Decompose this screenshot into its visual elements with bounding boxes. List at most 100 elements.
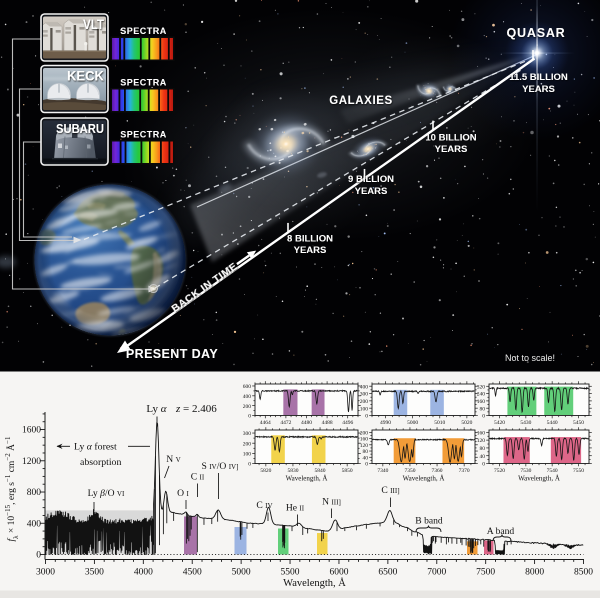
inset-band: [430, 389, 444, 415]
spectra-label-keck: SPECTRA: [120, 78, 167, 88]
inset-x-label: Wavelength, Å: [286, 475, 328, 483]
inset-x-tick: 5820: [260, 468, 271, 474]
inset-x-tick: 4496: [342, 420, 353, 426]
x-tick-label: 7500: [476, 568, 495, 578]
y-tick-label: 1600: [22, 426, 41, 436]
spectrum-bar-subaru: SPECTRA: [110, 130, 175, 165]
galaxy: [442, 82, 458, 96]
inset-x-tick: 7350: [404, 468, 415, 474]
inset-y-tick: 0: [365, 462, 368, 468]
inset-y-tick: 600: [243, 384, 252, 390]
inset-y-tick: 160: [477, 430, 486, 436]
inset-x-tick: 5830: [287, 468, 298, 474]
inset-spectrum: [372, 389, 475, 411]
inset-x-tick: 5010: [434, 420, 445, 426]
highlight-band: [317, 533, 328, 555]
inset-x-tick: 5440: [547, 420, 558, 426]
inset-y-tick: 40: [480, 454, 486, 460]
inset-y-tick: 300: [243, 431, 252, 437]
inset-band: [311, 389, 325, 415]
emission-line-label: C IV: [256, 500, 273, 511]
inset-x-tick: 7550: [573, 468, 584, 474]
emission-line-label: He II: [286, 503, 305, 514]
era-label-line1: 11.5 BILLION: [509, 72, 568, 83]
galaxy: [349, 136, 387, 162]
inset-y-tick: 400: [360, 384, 369, 390]
inset-y-tick: 240: [477, 392, 486, 398]
x-tick-label: 7000: [427, 568, 446, 578]
inset-y-tick: 0: [482, 414, 485, 420]
era-label-line2: YEARS: [522, 84, 555, 95]
inset-x-tick: 5840: [315, 468, 326, 474]
ticks: [40, 413, 584, 564]
telescope-card-subaru: SUBARU: [40, 117, 109, 166]
inset-y-tick: 0: [248, 414, 251, 420]
inset-y-tick: 100: [360, 406, 369, 412]
y-axis-label: fλ × 10−15, erg s−1 cm−2 Å−1: [4, 436, 20, 541]
telluric-band-label: A band: [487, 526, 515, 537]
inset-band: [271, 435, 285, 463]
telescope-photo-vlt: [43, 16, 106, 59]
inset-x-tick: 5450: [573, 420, 584, 426]
inset-y-tick: 100: [243, 451, 252, 457]
lya-peak-label: Ly α: [146, 403, 166, 415]
inset-y-tick: 320: [477, 384, 486, 390]
era-label-line1: 8 BILLION: [287, 234, 333, 245]
absorption-lines: [153, 456, 512, 554]
emission-line-label: N V: [166, 454, 181, 465]
inset-y-tick: 0: [248, 462, 251, 468]
inset-band: [393, 438, 416, 463]
inset-x-tick: 4488: [322, 420, 333, 426]
inset-y-tick: 120: [360, 443, 369, 449]
inset-x-tick: 7540: [547, 468, 558, 474]
emission-line-label: N III]: [322, 497, 341, 508]
era-label-line2: YEARS: [435, 144, 468, 155]
x-tick-label: 4500: [183, 568, 202, 578]
redshift-label: z = 2.406: [175, 403, 217, 415]
inset-y-tick: 80: [363, 449, 369, 455]
quasar-label: QUASAR: [507, 26, 566, 40]
inset-spectrum: [372, 438, 475, 463]
inset-spectrum: [255, 435, 358, 454]
sight-lines: [83, 60, 527, 289]
inset-x-tick: 7530: [520, 468, 531, 474]
x-tick-label: 6000: [329, 568, 348, 578]
inset-y-tick: 200: [243, 404, 252, 410]
inset-x-tick: 5020: [461, 420, 472, 426]
inset-y-tick: 0: [365, 414, 368, 420]
inset-band: [393, 389, 408, 415]
forest-label-line1: Ly α forest: [74, 442, 117, 453]
spectrum-bar-vlt: SPECTRA: [110, 26, 175, 61]
not-to-scale-label: Not to scale!: [505, 353, 555, 363]
inset-y-tick: 40: [363, 455, 369, 461]
inset-x-tick: 5420: [494, 420, 505, 426]
x-tick-label: 3500: [85, 568, 104, 578]
inset-y-tick: 80: [480, 446, 486, 452]
inset-x-tick: 7520: [494, 468, 505, 474]
telescope-label-subaru: SUBARU: [56, 121, 104, 136]
y-tick-label: 800: [27, 488, 42, 498]
inset-x-label: Wavelength, Å: [403, 475, 445, 483]
telescope-card-keck: KECK: [40, 64, 109, 114]
axes: [44, 412, 584, 560]
inset-x-tick: 4480: [301, 420, 312, 426]
inset-x-tick: 4990: [380, 420, 391, 426]
timeline: [117, 50, 536, 353]
inset-y-tick: 300: [360, 392, 369, 398]
inset-x-tick: 7370: [459, 468, 470, 474]
inset-y-tick: 0: [482, 462, 485, 468]
inset-x-tick: 4472: [280, 420, 291, 426]
inset-band: [311, 435, 326, 463]
telescope-label-vlt: VLT: [83, 17, 105, 32]
x-axis-label: Wavelength, Å: [283, 577, 346, 589]
inset-x-tick: 5000: [407, 420, 418, 426]
spectrum-line: [45, 422, 584, 555]
inset-y-tick: 200: [360, 430, 369, 436]
